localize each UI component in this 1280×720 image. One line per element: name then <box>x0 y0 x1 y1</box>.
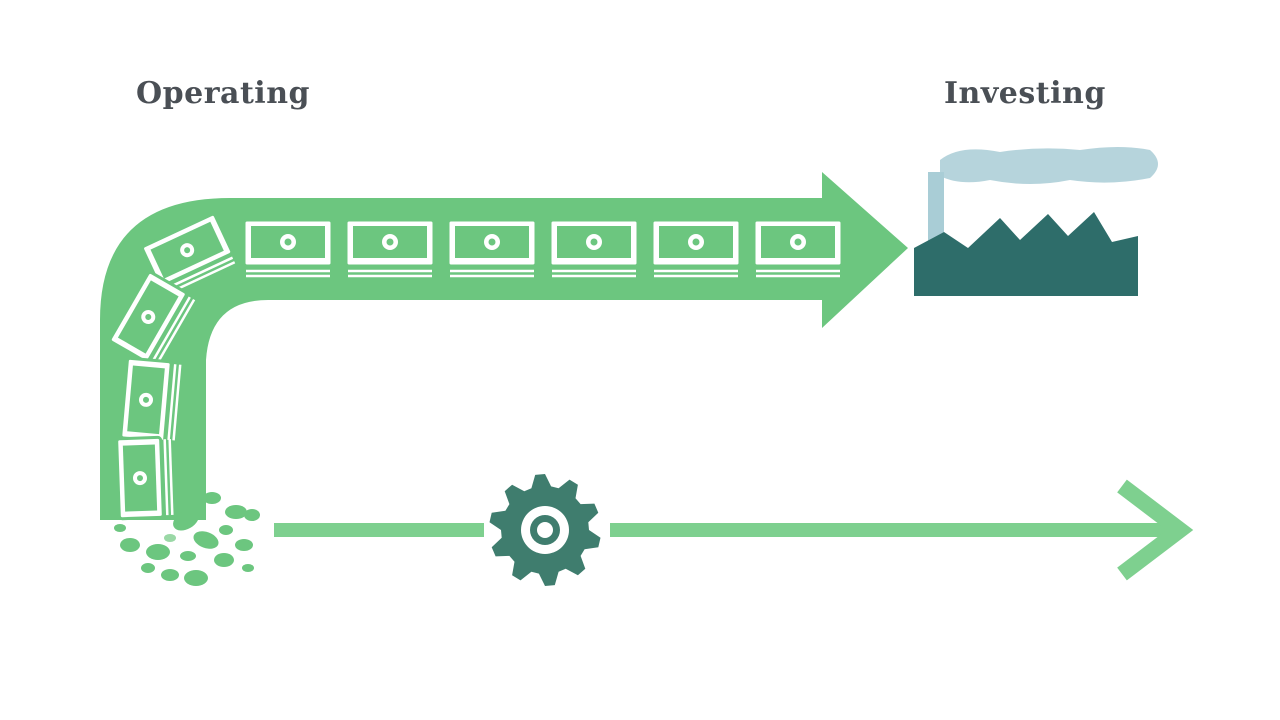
money-bill-icon <box>115 435 174 521</box>
money-bill-icon <box>446 218 538 278</box>
money-crumbs-icon <box>114 492 260 586</box>
money-bill-icon <box>650 218 742 278</box>
lower-flow-arrow <box>274 479 1194 581</box>
money-bills-curve <box>108 212 236 521</box>
money-bill-icon <box>752 218 844 278</box>
money-bill-icon <box>344 218 436 278</box>
investing-label: Investing <box>944 76 1106 111</box>
operating-label: Operating <box>136 76 310 111</box>
money-bill-icon <box>242 218 334 278</box>
gear-icon <box>489 474 601 586</box>
money-bills-row <box>242 218 844 278</box>
money-bill-icon <box>548 218 640 278</box>
money-bill-icon <box>119 356 182 443</box>
factory-icon <box>914 147 1158 296</box>
money-bill-icon <box>141 212 236 296</box>
money-bill-icon <box>108 270 196 367</box>
